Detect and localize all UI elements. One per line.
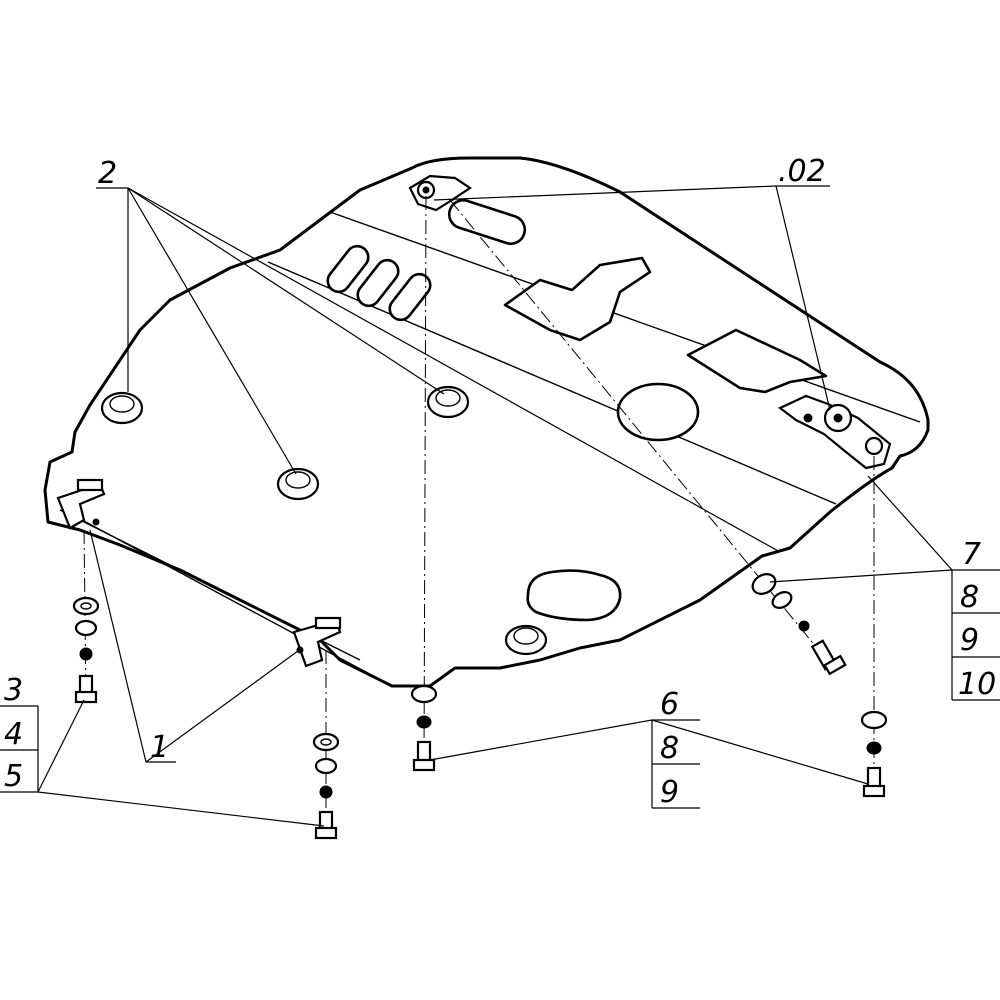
callout-4: 4 — [4, 717, 23, 752]
fastener-stack-center — [312, 732, 340, 840]
fastener-stack-diagonal — [751, 573, 847, 676]
callout-1: 1 — [150, 730, 169, 765]
callout-3: 3 — [4, 673, 23, 708]
boss-left-lower — [276, 467, 320, 501]
callout-7-10: 10 — [958, 667, 996, 702]
bracket-right — [777, 394, 892, 470]
boss-left-upper — [100, 391, 144, 425]
callout-02: .02 — [778, 154, 826, 189]
callout-2: 2 — [98, 156, 117, 191]
fastener-stack-front — [410, 684, 438, 772]
leader-lines — [37, 185, 953, 827]
boss-center — [426, 385, 470, 419]
oil-filter-hole — [616, 382, 700, 442]
fastener-stack-left — [72, 596, 100, 704]
service-hatch — [526, 569, 622, 622]
bracket-top — [408, 174, 472, 212]
callout-labels: 2 .02 1 7 8 9 10 3 4 5 — [0, 154, 1000, 810]
mounting-tab-left — [56, 478, 106, 530]
callout-6: 6 — [660, 687, 679, 722]
mounting-tab-center — [292, 616, 342, 668]
callout-7: 7 — [962, 537, 981, 572]
drain-window-right — [686, 328, 828, 394]
callout-7-8: 8 — [960, 580, 979, 615]
callout-6-9: 9 — [660, 775, 679, 810]
callout-6-8: 8 — [660, 731, 679, 766]
vent-slot-2 — [356, 258, 400, 308]
callout-table-6: 6 8 9 — [651, 687, 700, 810]
bend-line-lower — [81, 519, 391, 686]
slot-top — [447, 198, 527, 246]
callout-5: 5 — [4, 759, 23, 794]
callout-table-3: 3 4 5 — [0, 673, 39, 794]
boss-front — [504, 624, 548, 656]
fastener-stack-right — [860, 710, 888, 798]
drain-window-left — [503, 256, 652, 342]
callout-7-9: 9 — [960, 623, 979, 658]
skid-plate — [43, 156, 930, 688]
bend-line-upper — [329, 211, 921, 423]
vent-slot-1 — [326, 244, 370, 294]
plate-outline — [43, 156, 930, 688]
callout-table-7: 7 8 9 10 — [951, 537, 1000, 702]
